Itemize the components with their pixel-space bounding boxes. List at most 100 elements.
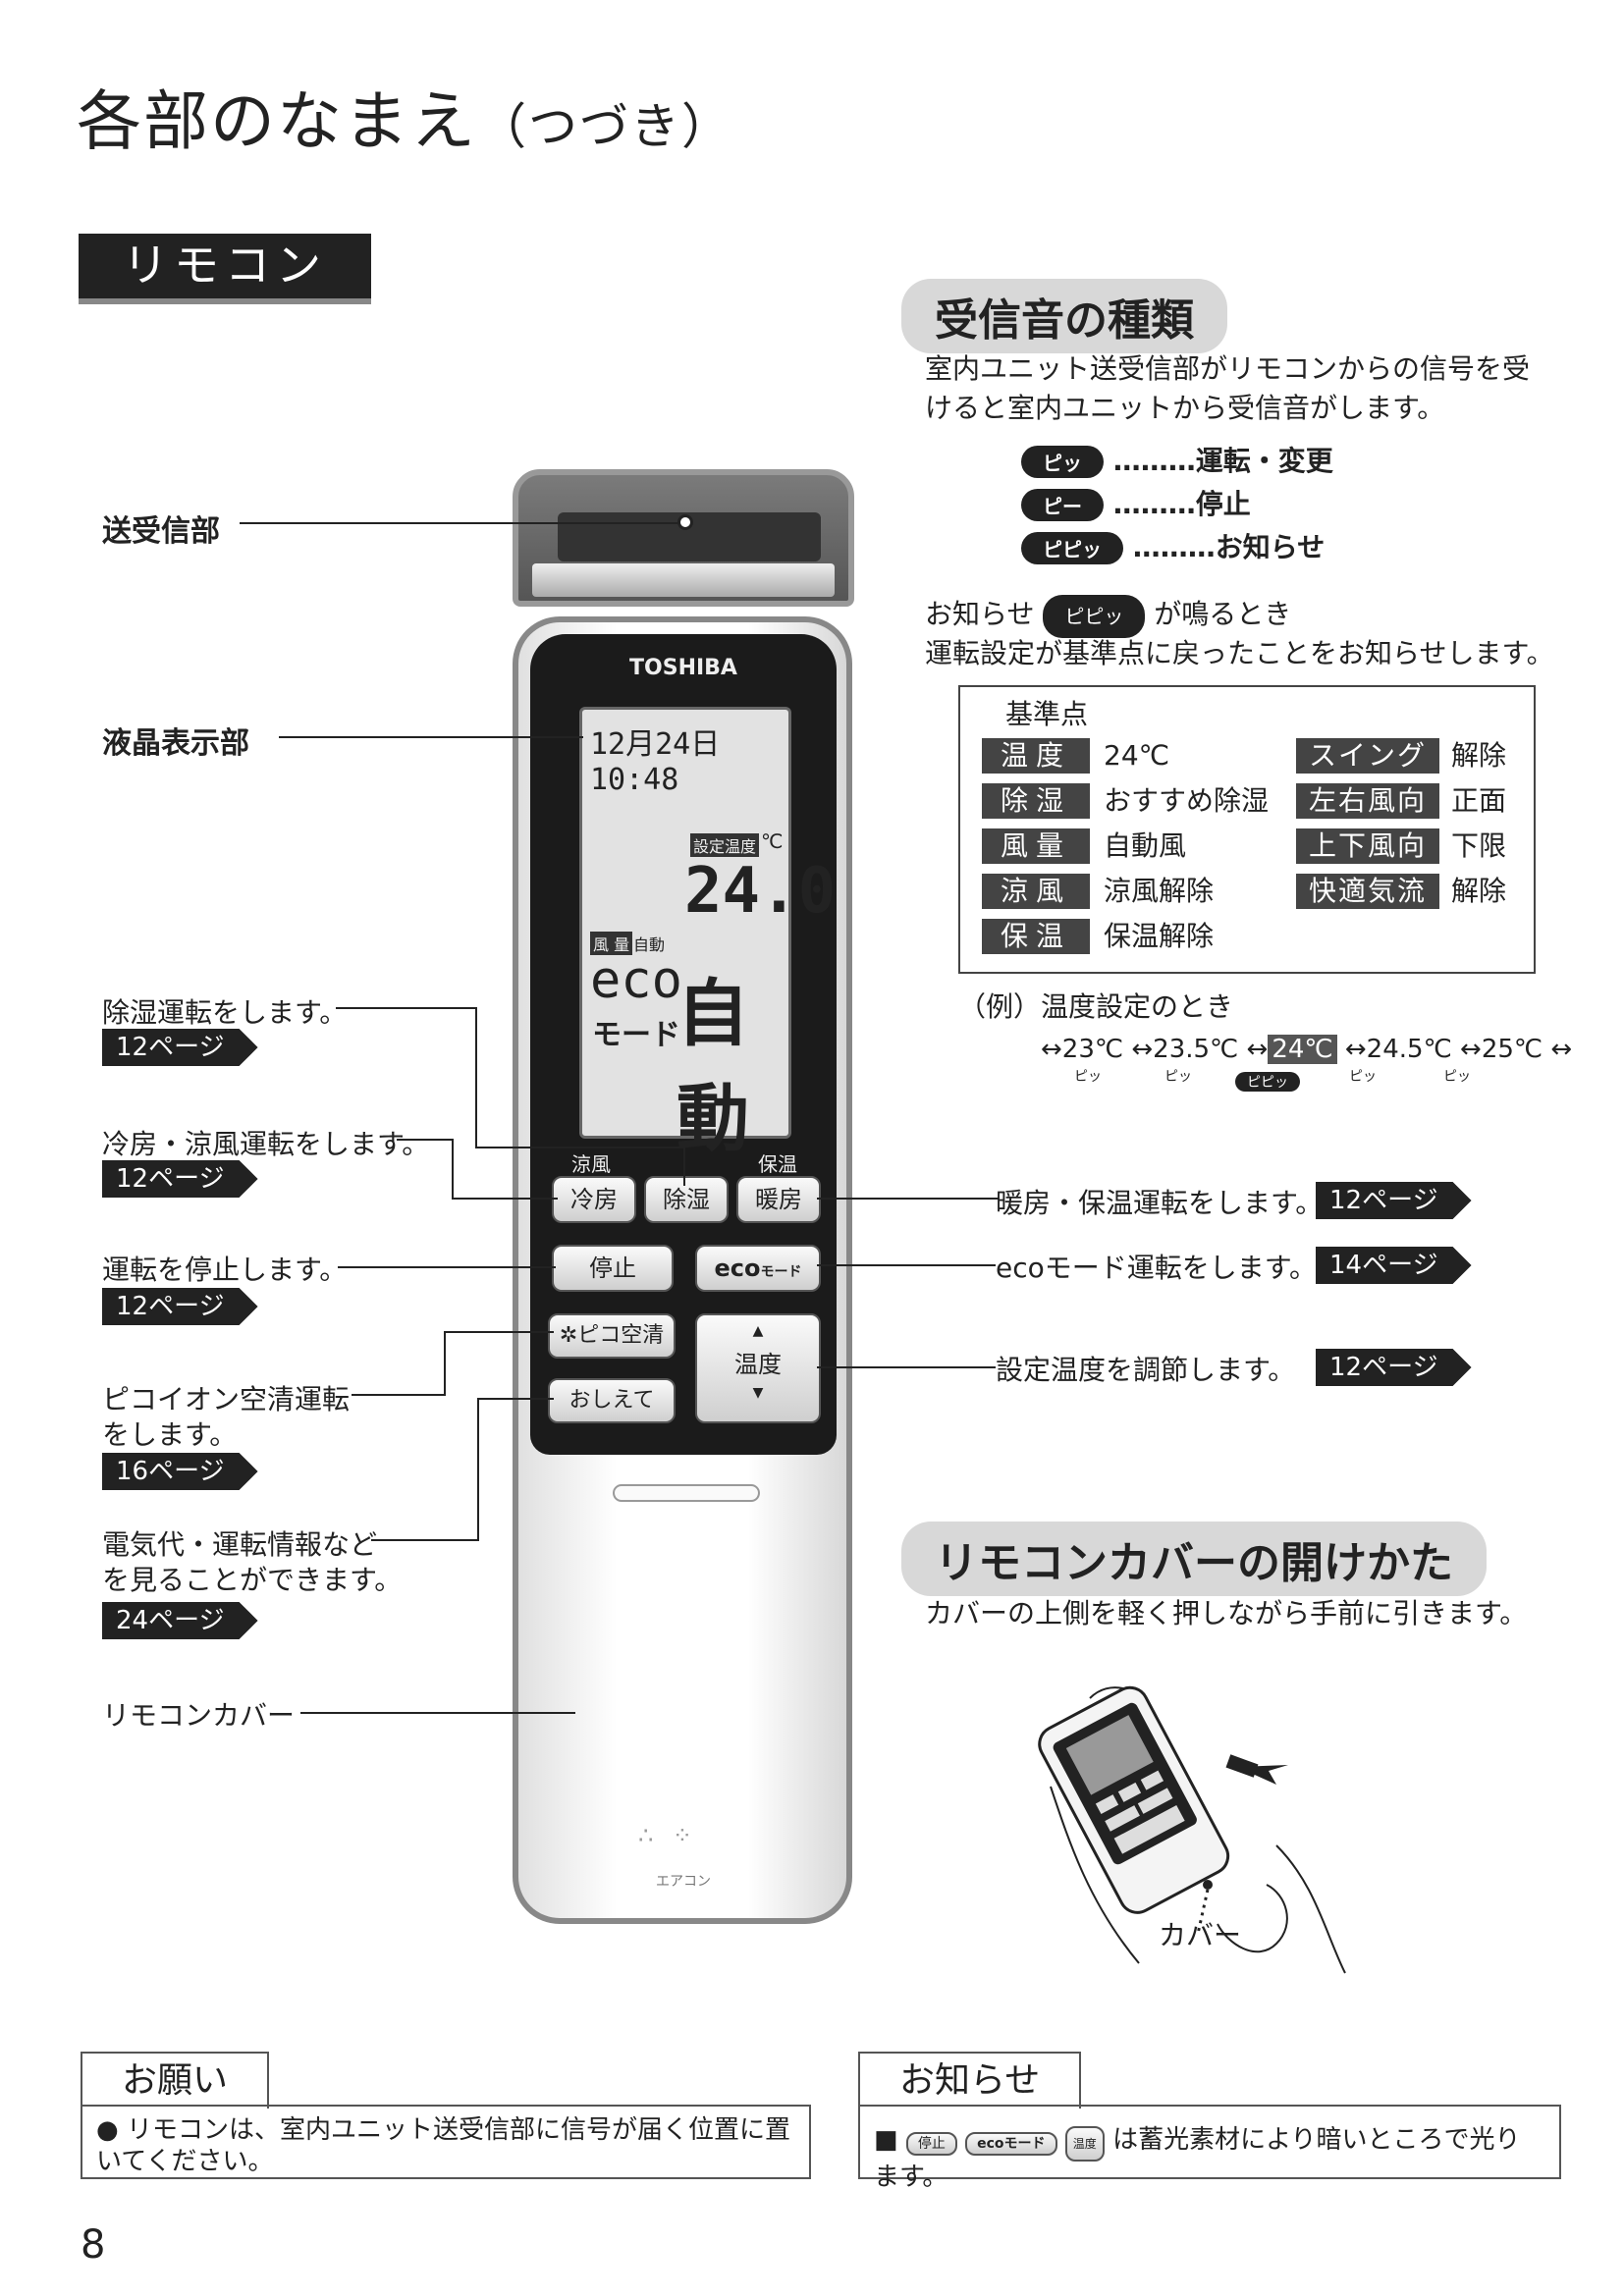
page-number: 8 [81,2222,106,2268]
ref-value: 解除 [1451,739,1507,772]
notice-line2: 運転設定が基準点に戻ったことをお知らせします。 [925,637,1554,669]
leader-dot [677,514,693,530]
example-sound: ピッ [1074,1069,1102,1085]
cover-label-text: カバー [1159,1919,1242,1951]
sound-item: ピー ………停止 [1021,483,1251,522]
arrow-icon: ↔ [1550,1035,1573,1064]
request-box: ● リモコンは、室内ユニット送受信部に信号が届く位置に置いてください。 [81,2105,811,2179]
temp-down-icon[interactable]: ▼ [752,1385,764,1401]
ref-key: 除湿 [982,783,1090,819]
example-temp: 25℃ [1481,1035,1543,1064]
heat-button[interactable]: 暖房 [736,1176,821,1223]
leader-stop [338,1266,556,1268]
cover-desc: カバーの上側を軽く押しながら手前に引きます。 [925,1597,1528,1629]
example-temp: 24.5℃ [1366,1035,1452,1064]
notice-line1: お知らせ ピピッ が鳴るとき [925,595,1291,638]
example-sound: ピッ [1349,1069,1377,1085]
pico-ion-icon: ✲ [559,1323,578,1348]
page-badge: 12ページ [102,1288,258,1325]
sounds-heading: 受信音の種類 [901,279,1227,353]
callout-temp: 設定温度を調節します。 [996,1354,1296,1386]
arrow-icon: ↔ [1344,1035,1367,1064]
sound-meaning: ………お知らせ [1132,531,1326,563]
leader-dehumid-v2 [683,1147,685,1186]
info-box: ■ 停止 ecoモード 温度 は蓄光素材により暗いところで光ります。 [858,2105,1561,2192]
callout-stop: 運転を停止します。 [102,1254,348,1286]
arrow-icon: ↔ [1041,1035,1062,1064]
leader-pico-h1 [352,1394,446,1396]
ref-value: 涼風解除 [1104,875,1215,907]
lcd-fan-label: 風 量 [590,932,633,955]
remote-in-hand-icon [1038,1685,1230,1914]
ref-value: 自動風 [1104,829,1187,862]
ref-key: 風量 [982,828,1090,864]
ref-title: 基準点 [1005,698,1089,730]
callout-eco: ecoモード運転をします。 [996,1252,1317,1284]
ref-key: 保温 [982,919,1090,954]
info-text: は蓄光素材により暗いところで光ります。 [874,2125,1521,2192]
sound-bubble: ピッ [1021,446,1104,478]
page-title-main: 各部のなまえ [77,83,477,159]
ref-key: 上下風向 [1296,828,1439,864]
page-badge: 12ページ [102,1160,258,1198]
ref-value: おすすめ除湿 [1104,784,1270,817]
dehumid-button[interactable]: 除湿 [644,1176,729,1223]
leader-cool-h2 [452,1198,558,1200]
section-tag: リモコン [79,234,371,304]
label-hoon: 保温 [758,1152,797,1176]
transceiver-trim [532,563,835,597]
cover-heading: リモコンカバーの開けかた [901,1522,1487,1596]
page-title: 各部のなまえ（つづき） [77,69,732,163]
leader-dehumid-h1 [336,1007,477,1009]
page-badge: 16ページ [102,1453,258,1490]
oshiete-button[interactable]: おしえて [548,1378,676,1423]
leader-heat [817,1198,1000,1200]
example-sound-highlight: ピピッ [1235,1072,1300,1092]
lcd-time: 12月24日 10:48 [590,727,721,797]
callout-info-line2: を見ることができます。 [102,1564,403,1596]
leader-transceiver [240,522,685,524]
ref-value: 下限 [1451,829,1507,862]
sound-bubble: ピー [1021,489,1104,521]
sound-meaning: ………運転・変更 [1112,445,1333,477]
lcd-mode-text: モード [592,1018,680,1052]
reference-table: 基準点 温度 24℃ 除湿 おすすめ除湿 風量 自動風 涼風 涼風解除 保温 保… [958,685,1536,974]
cool-button[interactable]: 冷房 [552,1176,636,1223]
example-temps: ↔23℃ ↔23.5℃ ↔24℃ ↔24.5℃ ↔25℃ ↔ [1041,1035,1572,1064]
page-badge: 14ページ [1316,1247,1472,1284]
ref-value: 正面 [1451,784,1507,817]
callout-lcd: 液晶表示部 [102,726,249,761]
leader-pico-h2 [444,1331,554,1333]
eco-mode-button[interactable]: ecoモード [695,1245,821,1292]
request-label: お願い [81,2052,270,2109]
leader-info-h1 [371,1539,479,1541]
arrow-icon: ↔ [1246,1035,1269,1064]
temp-button-text: 温度 [734,1351,782,1378]
callout-cover: リモコンカバー [102,1699,296,1732]
lcd-display: 12月24日 10:48 設定温度 ℃ 24.0 風 量 自動 eco モード … [579,707,836,1161]
temp-button[interactable]: ▲ 温度 ▼ [695,1313,821,1423]
temp-up-icon[interactable]: ▲ [752,1323,764,1339]
label-ryofu: 涼風 [571,1152,611,1176]
sound-bubble: ピピッ [1021,532,1123,564]
square-bullet-icon: ■ [874,2125,898,2155]
leader-dehumid-v [475,1007,477,1148]
ref-key: スイング [1296,738,1439,774]
example-temp-highlight: 24℃ [1268,1035,1337,1064]
leader-cool-v [452,1139,454,1200]
sound-item: ピピッ ………お知らせ [1021,526,1325,565]
info-btn-eco: ecoモード [965,2132,1057,2156]
ref-key: 左右風向 [1296,783,1439,819]
leader-cover [300,1712,575,1714]
cover-dots-icon: ∴ ⁘ [638,1822,699,1849]
lcd-fan-value: 自動 [633,935,666,954]
leader-temp [817,1366,996,1368]
pico-ion-button[interactable]: ✲ピコ空清 [548,1313,676,1359]
callout-dehumid: 除湿運転をします。 [102,996,348,1029]
example-label: （例）温度設定のとき [958,990,1234,1023]
stop-button[interactable]: 停止 [552,1245,674,1292]
sound-meaning: ………停止 [1112,488,1251,520]
page-title-suffix: （つづき） [477,98,732,155]
leader-info-h2 [477,1398,554,1400]
ref-key: 快適気流 [1296,874,1439,909]
